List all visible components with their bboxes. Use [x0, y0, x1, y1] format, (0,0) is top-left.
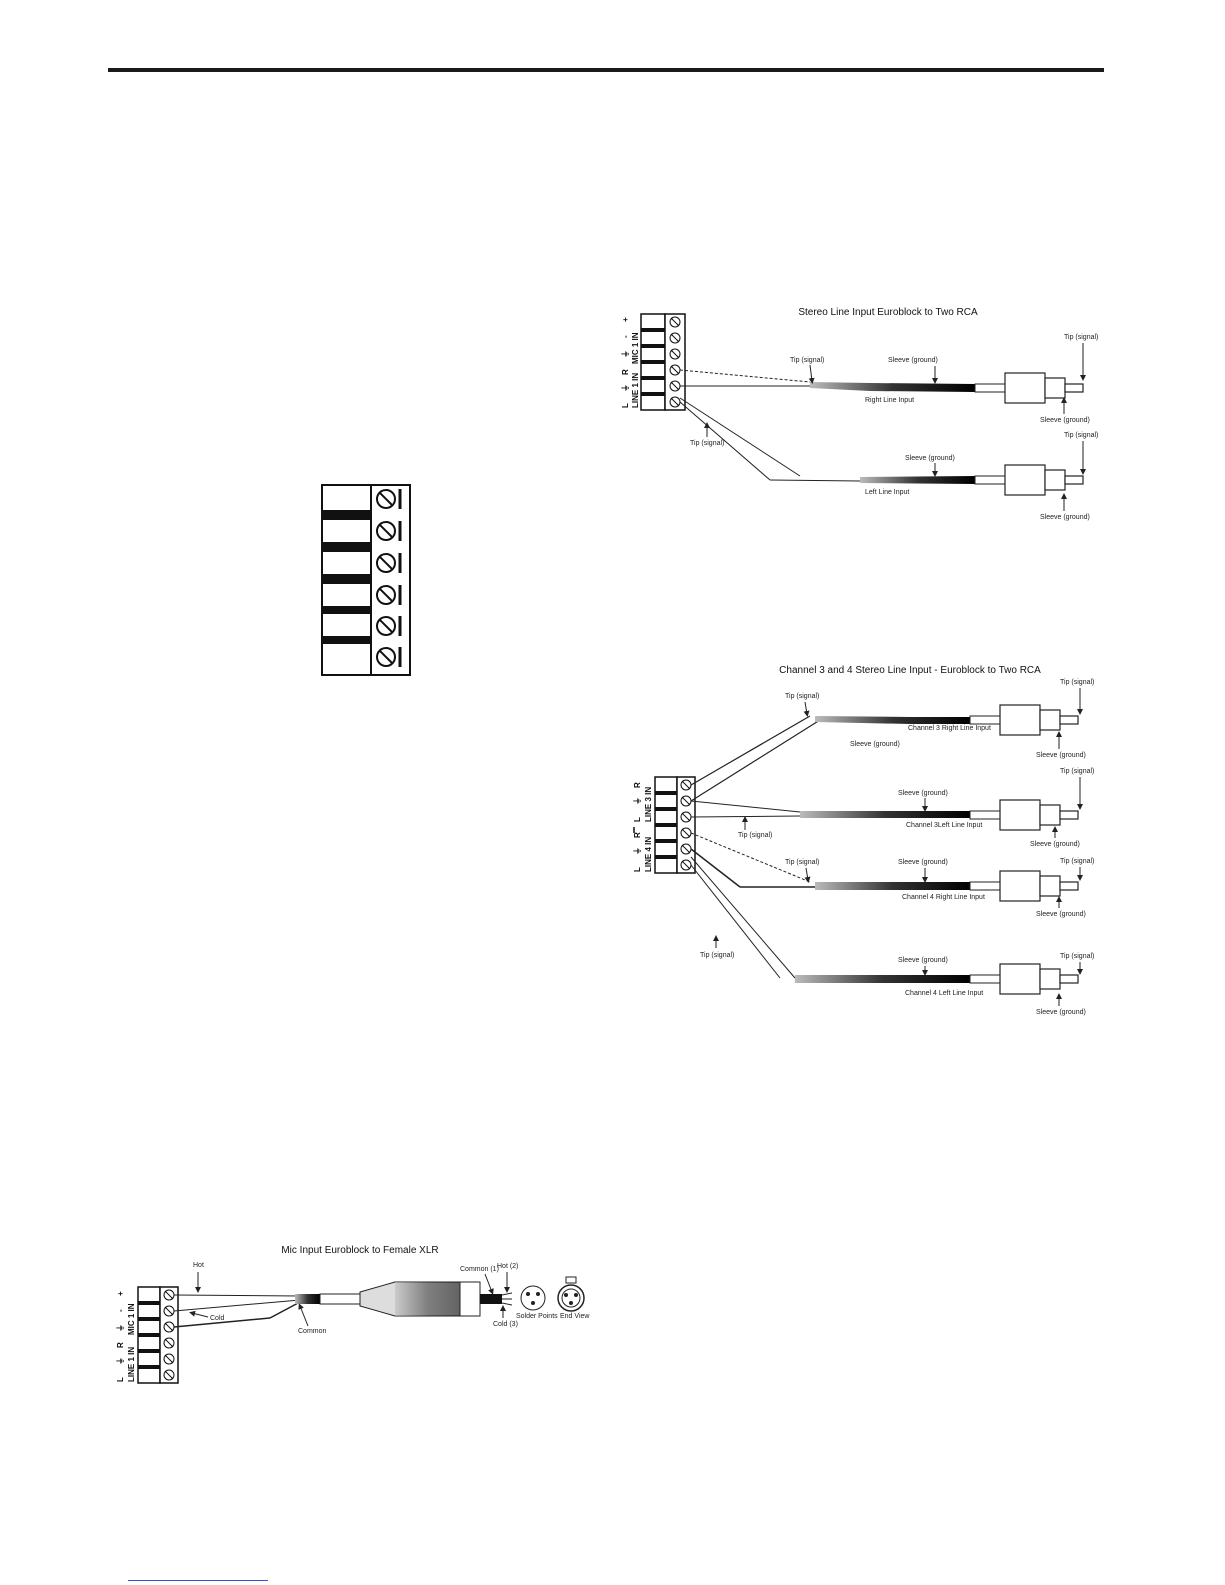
- d3-common: Common: [298, 1328, 327, 1335]
- d2-c4r-cable: [690, 832, 1079, 902]
- d1-rca-right: [1004, 372, 1084, 404]
- diagram1-euroblock: LINE 1 IN MIC 1 IN L ⏚ R ⏚ - +: [621, 313, 686, 411]
- diagram3-euroblock: LINE 1 IN MIC 1 IN L ⏚ R ⏚ - +: [116, 1286, 179, 1384]
- d2-c3r-name: Channel 3 Right Line Input: [908, 725, 991, 732]
- d2-c3l-sleeve: Sleeve (ground): [898, 790, 948, 797]
- d3-end-view: [557, 1276, 585, 1312]
- d3-common1: Common (1): [460, 1266, 499, 1273]
- d1-pin-g1: ⏚: [621, 384, 630, 392]
- d1-pin-r: R: [621, 369, 630, 375]
- d2-c4l-cable: [690, 856, 1079, 995]
- d2-c3r-rca-tip: Tip (signal): [1060, 679, 1094, 686]
- d2-line3-label: LINE 3 IN: [644, 787, 653, 822]
- d2-c4l-name: Channel 4 Left Line Input: [905, 990, 983, 997]
- euroblock-large-screws: [376, 489, 402, 667]
- d1-rca1-tip: Tip (signal): [1064, 334, 1098, 341]
- d2-c4r-tip: Tip (signal): [785, 859, 819, 866]
- d3-solder-points: [520, 1285, 546, 1311]
- footer-link-underline: [128, 1580, 268, 1581]
- d1-tip-left: Tip (signal): [690, 440, 724, 447]
- d2-pin-l1: L: [633, 817, 642, 822]
- diagram2: Channel 3 and 4 Stereo Line Input - Euro…: [633, 665, 1094, 1016]
- d2-c3l-name: Channel 3Left Line Input: [906, 822, 982, 829]
- d2-c4l-rca-tip: Tip (signal): [1060, 953, 1094, 960]
- d1-sleeve-left: Sleeve (ground): [905, 455, 955, 462]
- euroblock-large-slots: [323, 510, 371, 644]
- d1-pin-g2: ⏚: [621, 350, 630, 358]
- d1-line1-label: LINE 1 IN: [631, 373, 640, 408]
- d1-pin-l: L: [621, 403, 630, 408]
- d2-pin-g1: ⏚: [633, 797, 642, 805]
- diagram2-title: Channel 3 and 4 Stereo Line Input - Euro…: [779, 665, 1041, 676]
- d1-rca-left: [1004, 464, 1084, 496]
- d1-mic1-label: MIC 1 IN: [631, 332, 640, 364]
- d2-c4r-name: Channel 4 Right Line Input: [902, 894, 985, 901]
- d3-pin-plus: +: [116, 1291, 125, 1296]
- d3-solder-points-label: Solder Points: [516, 1313, 558, 1320]
- d2-pin-l2: L: [633, 867, 642, 872]
- d1-rca1-sleeve: Sleeve (ground): [1040, 417, 1090, 424]
- d3-mic1-label: MIC 1 IN: [127, 1303, 136, 1335]
- d2-c4l-rca-sleeve: Sleeve (ground): [1036, 1009, 1086, 1016]
- d3-pin-g1: ⏚: [116, 1357, 125, 1365]
- diagram3-title: Mic Input Euroblock to Female XLR: [281, 1245, 438, 1256]
- d1-right-line-input: Right Line Input: [865, 397, 914, 404]
- d1-rca2-tip: Tip (signal): [1064, 432, 1098, 439]
- d2-c3l-tip: Tip (signal): [738, 832, 772, 839]
- diagram1: Stereo Line Input Euroblock to Two RCA L…: [621, 307, 1098, 521]
- d2-pin-r1: R: [633, 782, 642, 788]
- d1-sleeve-right: Sleeve (ground): [888, 357, 938, 364]
- d1-left-cable: [679, 397, 1006, 485]
- d3-pin-l: L: [116, 1377, 125, 1382]
- d1-pin-minus: -: [621, 335, 630, 338]
- d2-c3r-cable: [690, 704, 1079, 802]
- diagram2-euroblock: LINE 3 IN LINE 4 IN L ⏚ R L ⏚ R: [633, 776, 696, 874]
- d2-c4l-tip: Tip (signal): [700, 952, 734, 959]
- d1-pin-plus: +: [621, 317, 630, 322]
- d3-hot2: Hot (2): [497, 1263, 518, 1270]
- d3-hot: Hot: [193, 1262, 204, 1269]
- d2-pin-g2: ⏚: [633, 847, 642, 855]
- diagram1-title: Stereo Line Input Euroblock to Two RCA: [798, 307, 978, 318]
- d2-c3l-rca-sleeve: Sleeve (ground): [1030, 841, 1080, 848]
- d2-c4r-rca-tip: Tip (signal): [1060, 858, 1094, 865]
- d2-c3r-tip: Tip (signal): [785, 693, 819, 700]
- d2-c4r-sleeve: Sleeve (ground): [898, 859, 948, 866]
- d1-left-line-input: Left Line Input: [865, 489, 909, 496]
- d2-c3r-sleeve: Sleeve (ground): [850, 741, 900, 748]
- d2-line4-label: LINE 4 IN: [644, 837, 653, 872]
- diagram3: Mic Input Euroblock to Female XLR LINE 1…: [116, 1245, 590, 1384]
- d3-pin-g2: ⏚: [116, 1324, 125, 1332]
- d2-c3l-rca-tip: Tip (signal): [1060, 768, 1094, 775]
- d2-c4l-sleeve: Sleeve (ground): [898, 957, 948, 964]
- d3-cold: Cold: [210, 1315, 225, 1322]
- top-rule: [108, 68, 1104, 72]
- d3-cable: [173, 1293, 361, 1328]
- euroblock-large: [321, 484, 411, 676]
- d3-line1-label: LINE 1 IN: [127, 1347, 136, 1382]
- d2-pin-r2: R: [633, 832, 642, 838]
- d1-rca2-sleeve: Sleeve (ground): [1040, 514, 1090, 521]
- d2-c3r-rca-sleeve: Sleeve (ground): [1036, 752, 1086, 759]
- d1-right-cable: [679, 369, 1006, 393]
- d3-end-view-label: End View: [560, 1313, 590, 1320]
- d3-pin-r: R: [116, 1342, 125, 1348]
- d2-c3l-cable: [690, 799, 1079, 831]
- d2-c4r-rca-sleeve: Sleeve (ground): [1036, 911, 1086, 918]
- d3-xlr-connector: [359, 1281, 513, 1317]
- d3-cold3: Cold (3): [493, 1321, 518, 1328]
- d1-tip-right: Tip (signal): [790, 357, 824, 364]
- d3-pin-minus: -: [116, 1309, 125, 1312]
